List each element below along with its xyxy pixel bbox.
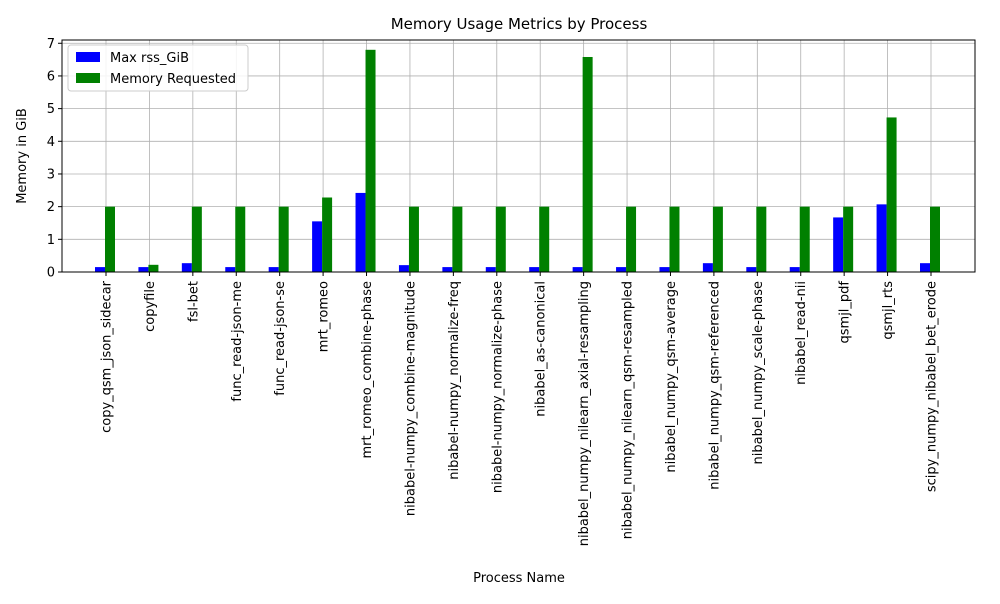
x-tick-label: mrt_romeo_combine-phase [360, 281, 375, 459]
bar-memory-requested [278, 206, 289, 272]
legend-swatch [76, 52, 100, 62]
bar-memory-requested [365, 49, 376, 272]
bar-memory-requested [495, 206, 506, 272]
legend-label: Memory Requested [110, 72, 236, 87]
y-tick-label: 5 [47, 102, 55, 117]
x-tick-label: func_read-json-se [273, 281, 288, 396]
y-tick-label: 3 [47, 167, 55, 182]
bar-max-rss [616, 267, 627, 272]
x-tick-label: qsmjl_pdf [838, 281, 853, 344]
x-tick-label: mrt_romeo [317, 281, 332, 352]
bar-memory-requested [105, 206, 115, 272]
x-tick-label: nibabel_numpy_qsm-referenced [707, 281, 722, 490]
x-tick-label: nibabel_as-canonical [534, 281, 549, 417]
bar-memory-requested [799, 206, 810, 272]
bar-max-rss [138, 267, 149, 272]
bar-max-rss [746, 267, 757, 272]
bar-max-rss [789, 267, 800, 272]
chart-title: Memory Usage Metrics by Process [391, 15, 648, 33]
y-tick-label: 0 [47, 266, 55, 281]
bar-memory-requested [452, 206, 463, 272]
legend-label: Max rss_GiB [110, 51, 189, 66]
bar-memory-requested [191, 206, 202, 272]
x-axis-label: Process Name [473, 571, 565, 586]
y-tick-label: 1 [47, 233, 55, 248]
bar-memory-requested [148, 264, 159, 272]
bar-memory-requested [539, 206, 550, 272]
bar-max-rss [442, 267, 453, 272]
bar-memory-requested [626, 206, 637, 272]
bar-memory-requested [235, 206, 246, 272]
bar-max-rss [920, 263, 930, 272]
x-tick-label: copy_qsm_json_sidecar [100, 280, 115, 433]
y-axis-label: Memory in GiB [15, 108, 30, 204]
bars [95, 49, 940, 273]
bar-max-rss [355, 192, 366, 272]
bar-max-rss [572, 267, 583, 272]
axes [58, 39, 976, 276]
x-tick-label: nibabel_numpy_nilearn_qsm-resampled [621, 281, 636, 539]
bar-max-rss [268, 267, 279, 272]
bar-memory-requested [712, 206, 723, 272]
x-tick-label: scipy_numpy_nibabel_bet_erode [925, 281, 940, 492]
bar-max-rss [702, 263, 713, 272]
legend: Max rss_GiB Memory Requested [67, 44, 249, 92]
legend-box [67, 44, 249, 92]
bar-max-rss [833, 217, 844, 272]
x-tick-label: func_read-json-me [230, 281, 245, 402]
legend-swatch [76, 73, 100, 83]
x-tick-label: nibabel_numpy_nilearn_axial-resampling [577, 281, 592, 546]
bar-max-rss [659, 267, 670, 272]
y-tick-label: 2 [47, 200, 55, 215]
x-tick-label: copyfile [143, 281, 158, 332]
x-tick-label: nibabel-numpy_combine-magnitude [403, 281, 418, 516]
y-tick-label: 7 [47, 37, 55, 52]
plot-frame [61, 39, 976, 273]
y-tick-label: 4 [47, 135, 55, 150]
bar-memory-requested [669, 206, 680, 272]
bar-memory-requested [408, 206, 419, 272]
bar-memory-requested [756, 206, 767, 272]
x-tick-label: nibabel-numpy_normalize-freq [447, 281, 462, 480]
bar-memory-requested [886, 117, 897, 272]
bar-max-rss [181, 263, 192, 272]
bar-max-rss [485, 267, 496, 272]
bar-memory-requested [930, 206, 940, 272]
x-tick-label: fsl-bet [186, 281, 201, 322]
bar-max-rss [225, 267, 236, 272]
x-tick-label: nibabel_read-nii [794, 281, 809, 385]
x-tick-label: qsmjl_rts [881, 281, 896, 340]
bar-max-rss [398, 265, 409, 272]
x-tick-label: nibabel_numpy_scale-phase [751, 281, 766, 464]
tick-labels: 0 1 2 3 4 5 6 7 copy_qsm_json_sidecar copyfile fsl… [47, 37, 940, 547]
bar-max-rss [95, 267, 105, 272]
bar-max-rss [876, 204, 887, 272]
bar-memory-requested [582, 56, 593, 273]
bar-memory-requested [322, 197, 333, 272]
y-tick-label: 6 [47, 69, 55, 84]
bar-max-rss [312, 221, 323, 272]
x-tick-label: nibabel-numpy_normalize-phase [490, 281, 505, 493]
x-tick-label: nibabel_numpy_qsm-average [664, 281, 679, 473]
bar-max-rss [529, 267, 540, 272]
bar-memory-requested [843, 206, 854, 272]
